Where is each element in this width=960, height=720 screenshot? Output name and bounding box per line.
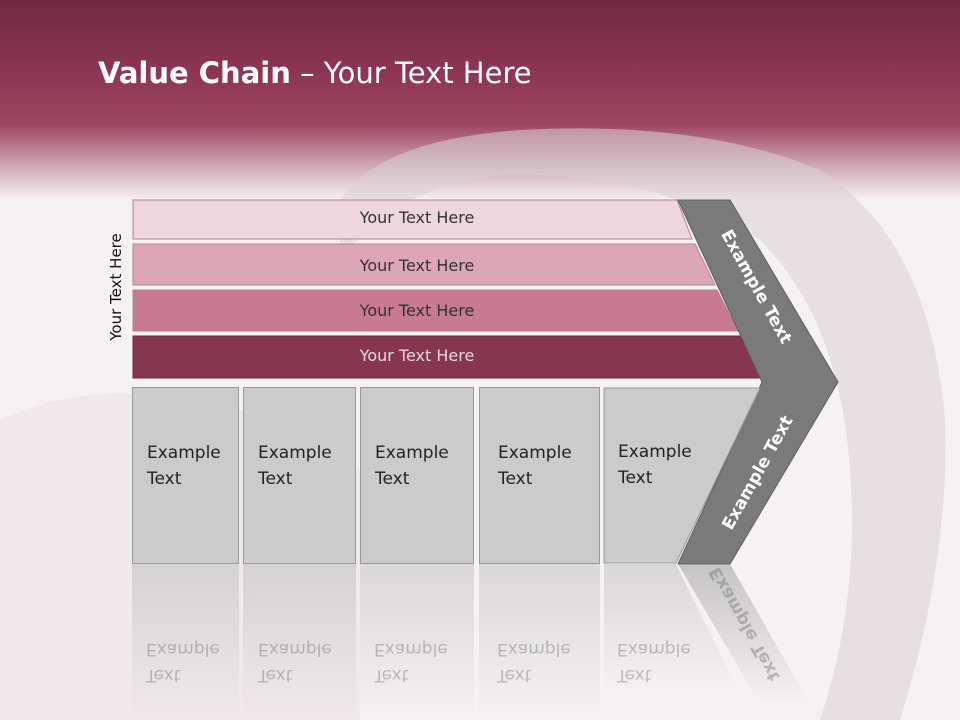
reflection-4-line1: Example (497, 639, 571, 659)
reflection-text-4: Text Example (497, 636, 571, 688)
bar-4-label: Your Text Here (359, 346, 475, 365)
box-5-shape (603, 387, 761, 564)
reflection-2-line2: Text (258, 665, 293, 685)
box-4-line2: Text (498, 469, 533, 489)
reflection-text-5: Text Example (617, 636, 691, 688)
reflection-1-line2: Text (146, 665, 181, 685)
reflection-shapes (132, 564, 810, 720)
title-rest: – Your Text Here (290, 56, 532, 90)
bar-3-label: Your Text Here (359, 301, 475, 320)
box-2-line2: Text (258, 469, 293, 489)
title-bold: Value Chain (98, 56, 291, 90)
bar-2-label: Your Text Here (359, 256, 475, 275)
reflection-5-line1: Example (617, 639, 691, 659)
box-1-line1: Example (147, 443, 221, 463)
box-3-line1: Example (375, 443, 449, 463)
reflection-5-line2: Text (617, 665, 652, 685)
reflection-2-line1: Example (258, 639, 332, 659)
box-1-line2: Text (147, 469, 182, 489)
box-4-line1: Example (498, 443, 572, 463)
reflection-1-line1: Example (146, 639, 220, 659)
page-title: Value Chain – Your Text Here (98, 56, 532, 90)
diagram-reflection: Text Example Text Example Text Example Text… (0, 564, 960, 720)
reflection-text-3: Text Example (374, 636, 448, 688)
box-2-line1: Example (258, 443, 332, 463)
reflection-text-2: Text Example (258, 636, 332, 688)
reflection-text-1: Text Example (146, 636, 220, 688)
box-5-line1: Example (618, 442, 692, 462)
bar-2 (132, 243, 716, 286)
box-3-line2: Text (375, 469, 410, 489)
bar-1-label: Your Text Here (359, 208, 475, 227)
reflection-3-line1: Example (374, 639, 448, 659)
reflection-4-line2: Text (497, 665, 532, 685)
bar-1 (132, 199, 693, 240)
reflection-3-line2: Text (374, 665, 409, 685)
box-5-line2: Text (618, 468, 653, 488)
